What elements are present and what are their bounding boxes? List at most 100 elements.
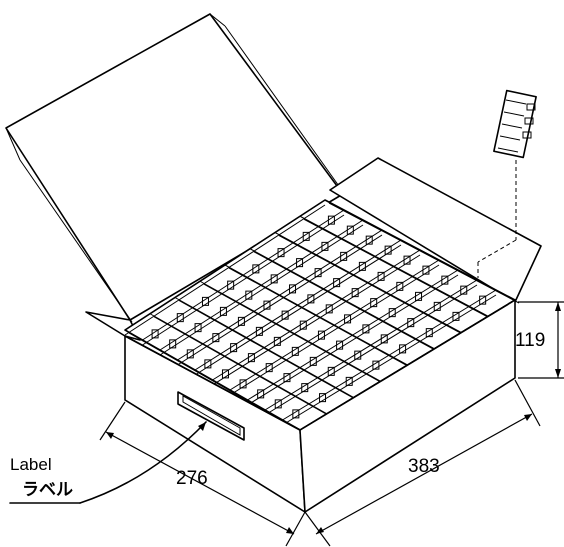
height-value: 119 xyxy=(515,330,545,351)
partition-slot xyxy=(273,336,281,346)
partition-slot xyxy=(422,265,430,275)
partition-slot xyxy=(281,310,289,320)
partition-wall xyxy=(282,294,497,426)
partition-slot xyxy=(227,280,235,290)
length-value: 383 xyxy=(408,456,440,477)
partition-slot xyxy=(403,255,411,265)
partition-wall xyxy=(159,224,364,356)
partition-slot xyxy=(388,308,396,318)
partition-slot xyxy=(237,316,245,326)
partition-slot xyxy=(399,344,407,354)
partition-slot xyxy=(194,323,202,333)
partition-slot xyxy=(274,399,282,409)
partition-slot xyxy=(396,281,404,291)
partition-slot xyxy=(370,298,378,308)
label-window xyxy=(177,391,245,441)
partition-wall xyxy=(174,297,354,398)
partition-wall xyxy=(264,284,478,416)
partition-wall xyxy=(153,316,332,418)
partition-slot xyxy=(321,241,329,251)
partition-slot xyxy=(169,339,177,349)
label-text-jp: ラベル xyxy=(22,480,73,500)
partition-wall xyxy=(178,300,358,401)
partition-slot xyxy=(255,326,263,336)
partition-slot xyxy=(289,284,297,294)
partition-slot xyxy=(292,409,300,419)
partition-wall xyxy=(229,264,440,396)
partition-slot xyxy=(252,264,260,274)
partition-slot xyxy=(257,389,265,399)
partition-slot xyxy=(239,379,247,389)
partition-slot xyxy=(425,328,433,338)
partition-slot xyxy=(351,288,359,298)
partition-slot xyxy=(380,334,388,344)
partition-slot xyxy=(441,275,449,285)
part-illustration xyxy=(477,89,537,278)
partition-slot xyxy=(336,340,344,350)
partition-slot xyxy=(452,311,460,321)
partition-wall xyxy=(149,313,328,415)
partition-slot xyxy=(296,258,304,268)
width-value: 276 xyxy=(176,468,208,489)
partition-wall xyxy=(124,204,326,336)
partition-wall xyxy=(274,232,462,333)
partition-wall xyxy=(303,218,493,320)
partition-slot xyxy=(372,360,380,370)
partition-slot xyxy=(365,235,373,245)
partition-slot xyxy=(327,366,335,376)
partition-slot xyxy=(204,359,212,369)
partition-slot xyxy=(247,353,255,363)
partition-slot xyxy=(263,300,271,310)
partition-slot xyxy=(358,261,366,271)
label-callout: Label ラベル xyxy=(9,421,207,504)
partition-slot xyxy=(314,268,322,278)
partition-slot xyxy=(270,274,278,284)
partition-slot xyxy=(186,349,194,359)
partition-wall xyxy=(324,199,516,301)
partition-wall xyxy=(177,234,383,366)
partition-slot xyxy=(151,329,159,339)
partition-slot xyxy=(433,301,441,311)
partition-wall xyxy=(124,329,301,431)
partition-slot xyxy=(283,373,291,383)
partition-wall xyxy=(328,202,520,304)
box-front-flap xyxy=(85,311,141,341)
partition-slot xyxy=(302,231,310,241)
partition-wall xyxy=(253,251,439,353)
partition-slot xyxy=(325,304,333,314)
partition-slot xyxy=(362,324,370,334)
partition-slot xyxy=(319,393,327,403)
partition-slot xyxy=(317,330,325,340)
width-dimension: 276 xyxy=(99,401,306,547)
partition-wall xyxy=(278,235,466,336)
partition-wall xyxy=(203,283,385,385)
partition-slot xyxy=(299,320,307,330)
length-dimension: 383 xyxy=(304,379,541,547)
partition-slot xyxy=(354,350,362,360)
partition-wall xyxy=(249,248,435,350)
partition-slot xyxy=(344,314,352,324)
partition-slot xyxy=(384,245,392,255)
partition-slot xyxy=(219,306,227,316)
partition-slot xyxy=(277,248,285,258)
partition-slot xyxy=(265,363,273,373)
partition-slot xyxy=(333,278,341,288)
partition-slot xyxy=(221,369,229,379)
partition-slot xyxy=(301,383,309,393)
partition-slot xyxy=(307,294,315,304)
partition-slot xyxy=(230,343,238,353)
partition-slot xyxy=(212,333,220,343)
partition-slot xyxy=(291,346,299,356)
partition-slot xyxy=(340,251,348,261)
partition-slot xyxy=(407,318,415,328)
partition-slot xyxy=(176,313,184,323)
label-text-en: Label xyxy=(10,455,52,474)
partition-wall xyxy=(199,280,381,382)
partition-slot xyxy=(479,295,487,305)
height-dimension: 119 xyxy=(515,301,564,379)
partition-slot xyxy=(346,225,354,235)
partition-slot xyxy=(345,376,353,386)
partition-wall xyxy=(194,244,402,376)
partition-slot xyxy=(460,285,468,295)
